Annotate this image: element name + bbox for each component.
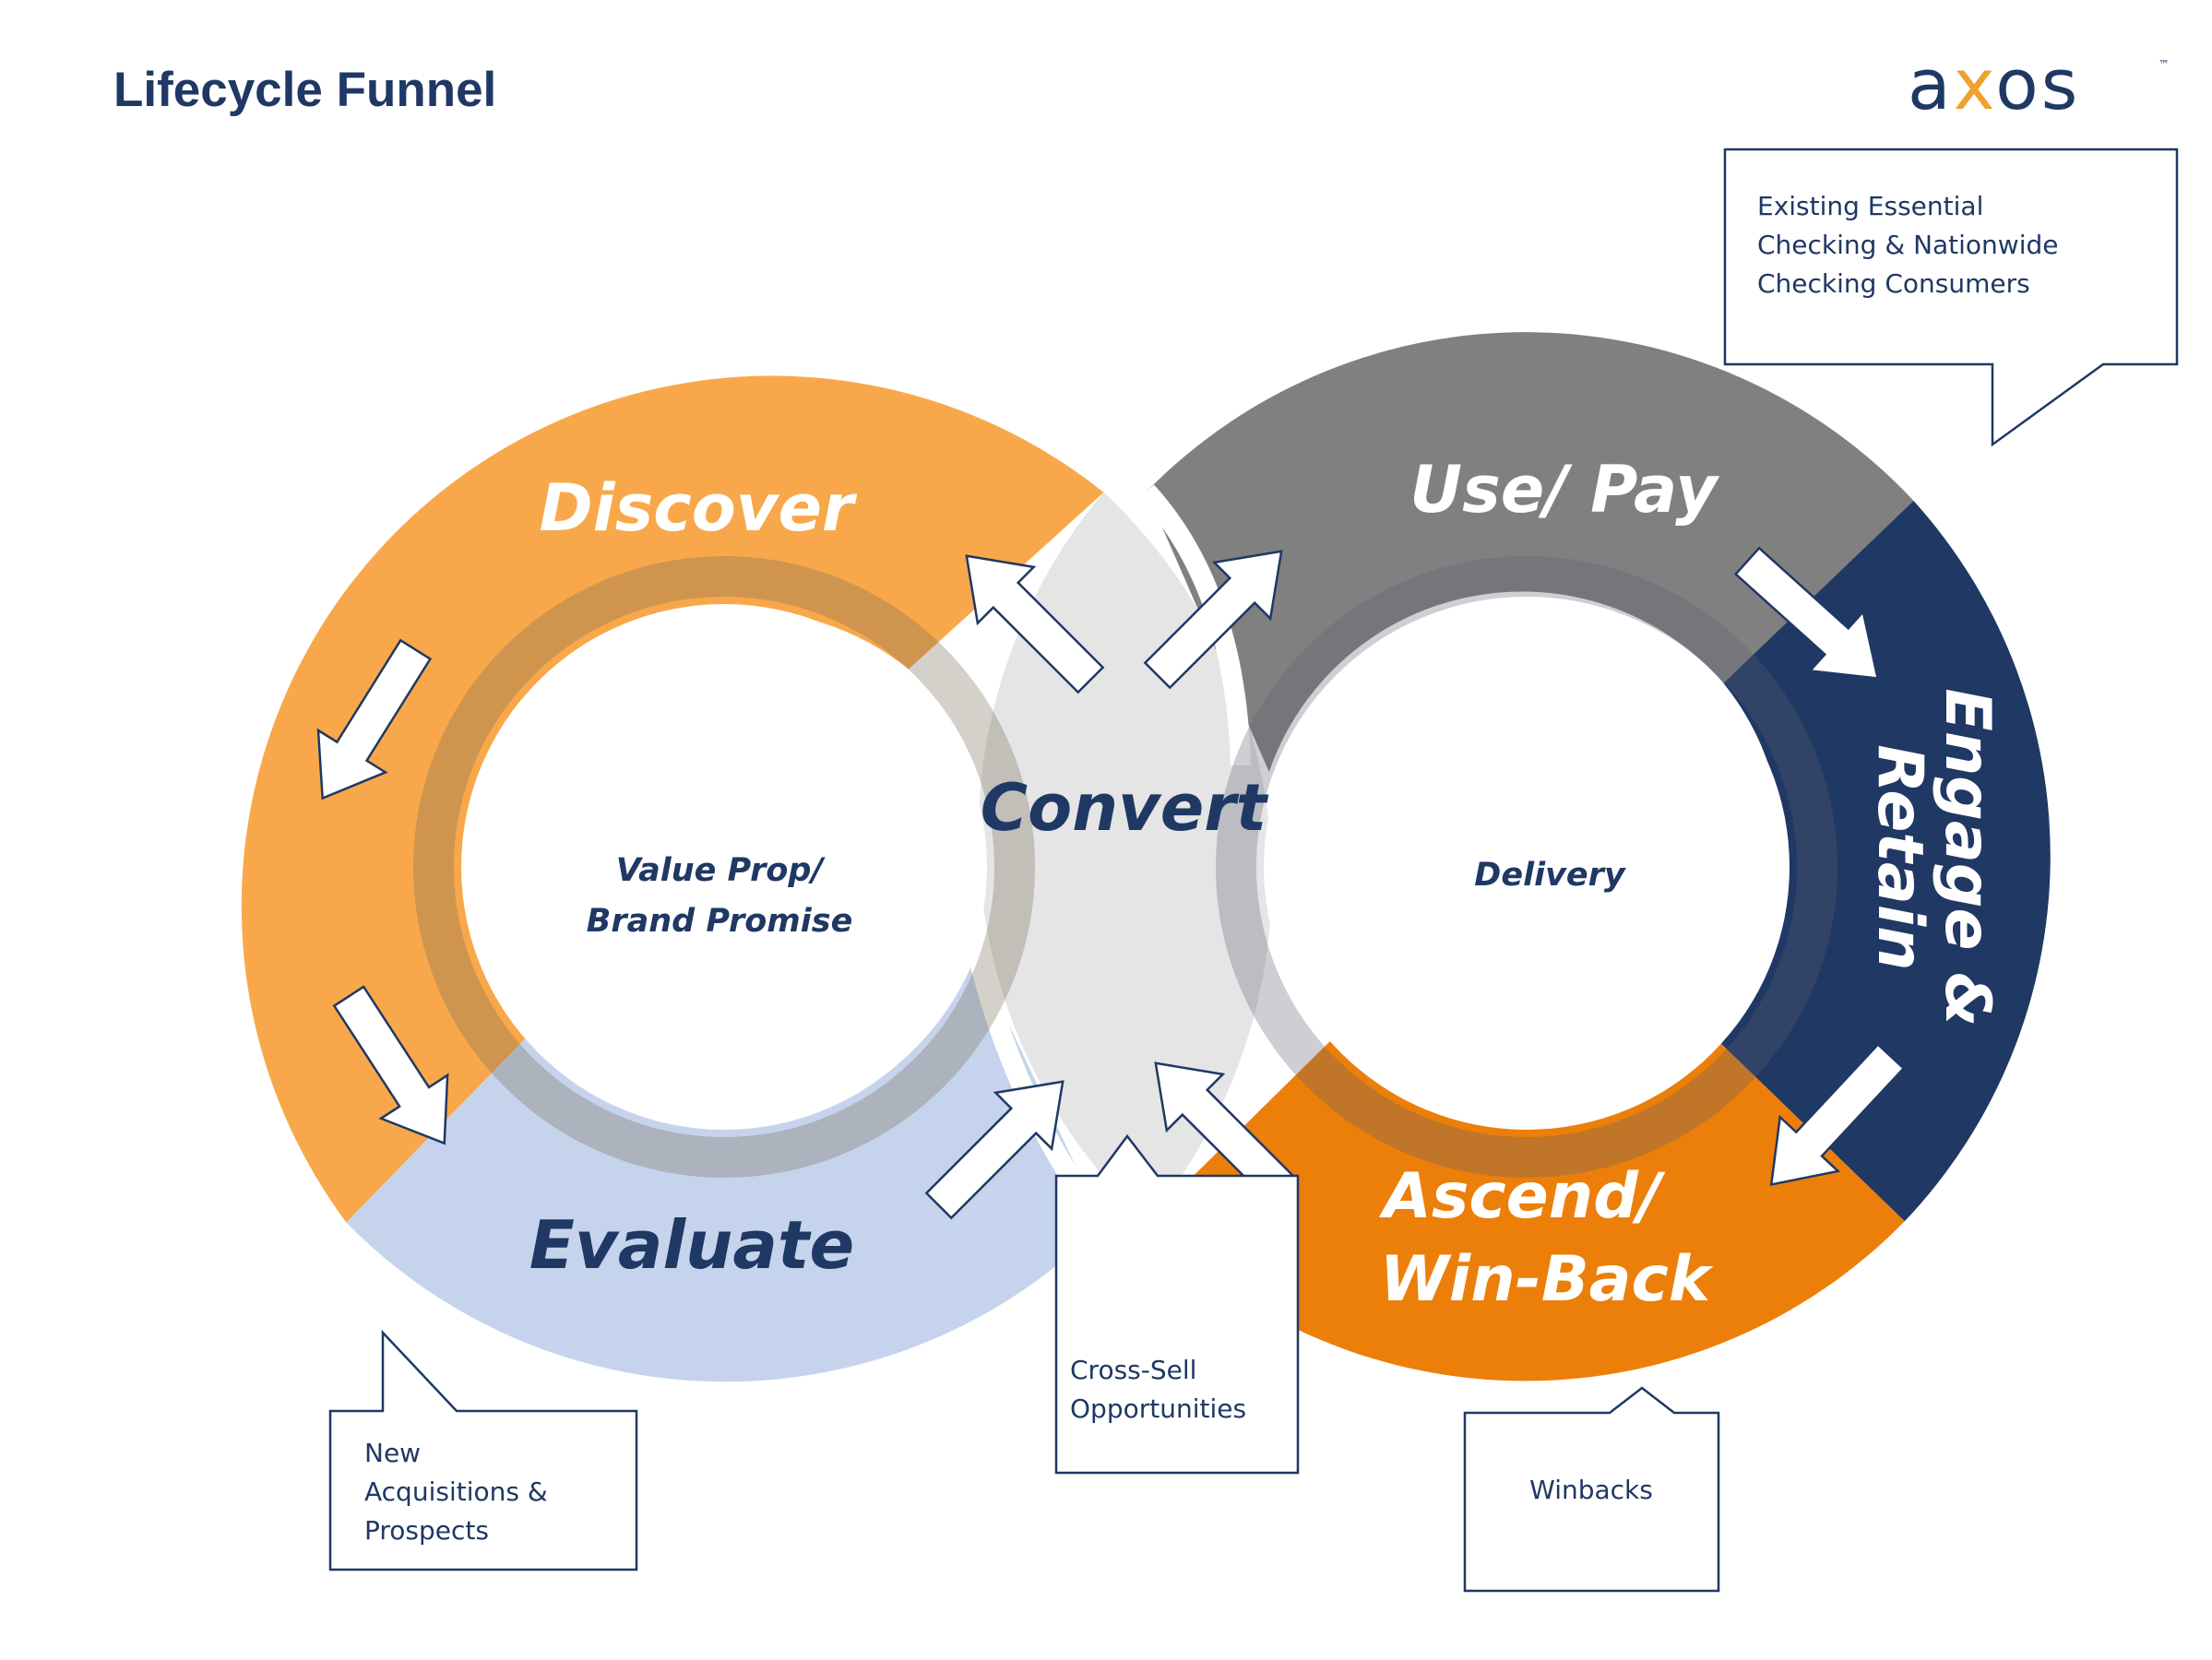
logo-trademark: ™ (2158, 58, 2170, 71)
logo-text-os: os (1995, 43, 2080, 125)
arrow-engage-to-ascend (1769, 1042, 1906, 1187)
inner-label-value-prop: Value Prop/ (616, 852, 827, 889)
callout-cross-sell: Cross-Sell Opportunities (1054, 1133, 1300, 1475)
left-ring (241, 375, 1104, 1382)
left-inner-circle (461, 604, 987, 1130)
callout-cross-sell-line2: Opportunities (1070, 1393, 1246, 1424)
label-evaluate: Evaluate (529, 1206, 854, 1284)
segment-engage-retain (1710, 501, 2051, 1222)
label-use-pay: Use/ Pay (1409, 452, 1720, 528)
logo-text-a: a (1908, 43, 1954, 125)
arrow-evaluate-to-convert (924, 1080, 1064, 1220)
callout-new-line1: New (364, 1438, 421, 1468)
segment-convert (978, 492, 1272, 1222)
arrow-use-pay-to-engage (1733, 546, 1880, 681)
arrow-convert-to-discover (965, 554, 1105, 694)
callout-existing-line3: Checking Consumers (1757, 268, 2030, 299)
segment-evaluate (346, 954, 1103, 1382)
callout-existing-consumers: Existing Essential Checking & Nationwide… (1723, 148, 2179, 447)
segment-discover (241, 375, 1104, 1223)
segment-use-pay (1147, 332, 1914, 772)
callout-new-acquisitions: New Acquisitions & Prospects (328, 1329, 638, 1571)
callout-existing-line2: Checking & Nationwide (1757, 230, 2058, 260)
left-inner-band (413, 556, 1035, 1178)
callout-winbacks: Winbacks (1463, 1386, 1720, 1593)
page-title: Lifecycle Funnel (113, 63, 496, 117)
label-convert: Convert (981, 770, 1269, 846)
right-inner-band (1216, 556, 1837, 1178)
callout-new-line2: Acquisitions & (364, 1476, 548, 1507)
label-ascend-line1: Ascend/ (1378, 1160, 1666, 1233)
label-engage-line2: Retain (1863, 744, 1936, 970)
arrow-convert-to-use-pay (1143, 550, 1283, 690)
arrow-discover-down (316, 638, 433, 800)
label-discover: Discover (540, 470, 858, 546)
arrow-discover-to-evaluate (332, 985, 449, 1145)
axos-logo: axos ™ (1908, 43, 2170, 125)
logo-text-x: x (1954, 43, 1996, 125)
callout-winbacks-line1: Winbacks (1529, 1475, 1653, 1505)
flow-arrows (316, 546, 1906, 1220)
callout-existing-line1: Existing Essential (1757, 191, 1983, 221)
inner-label-brand-promise: Brand Promise (587, 903, 853, 940)
arrow-ascend-to-convert (1154, 1061, 1294, 1202)
label-engage-line1: Engage & (1931, 688, 2004, 1026)
callout-cross-sell-line1: Cross-Sell (1070, 1355, 1196, 1385)
svg-text:axos: axos (1908, 43, 2080, 125)
label-engage-retain: Engage & Retain (1863, 688, 2004, 1026)
inner-label-delivery: Delivery (1474, 857, 1627, 894)
segment-ascend-winback (1147, 1034, 1905, 1381)
callout-new-line3: Prospects (364, 1515, 489, 1546)
right-inner-circle (1264, 604, 1790, 1130)
label-ascend-line2: Win-Back (1380, 1243, 1714, 1316)
right-ring (1147, 332, 2051, 1381)
